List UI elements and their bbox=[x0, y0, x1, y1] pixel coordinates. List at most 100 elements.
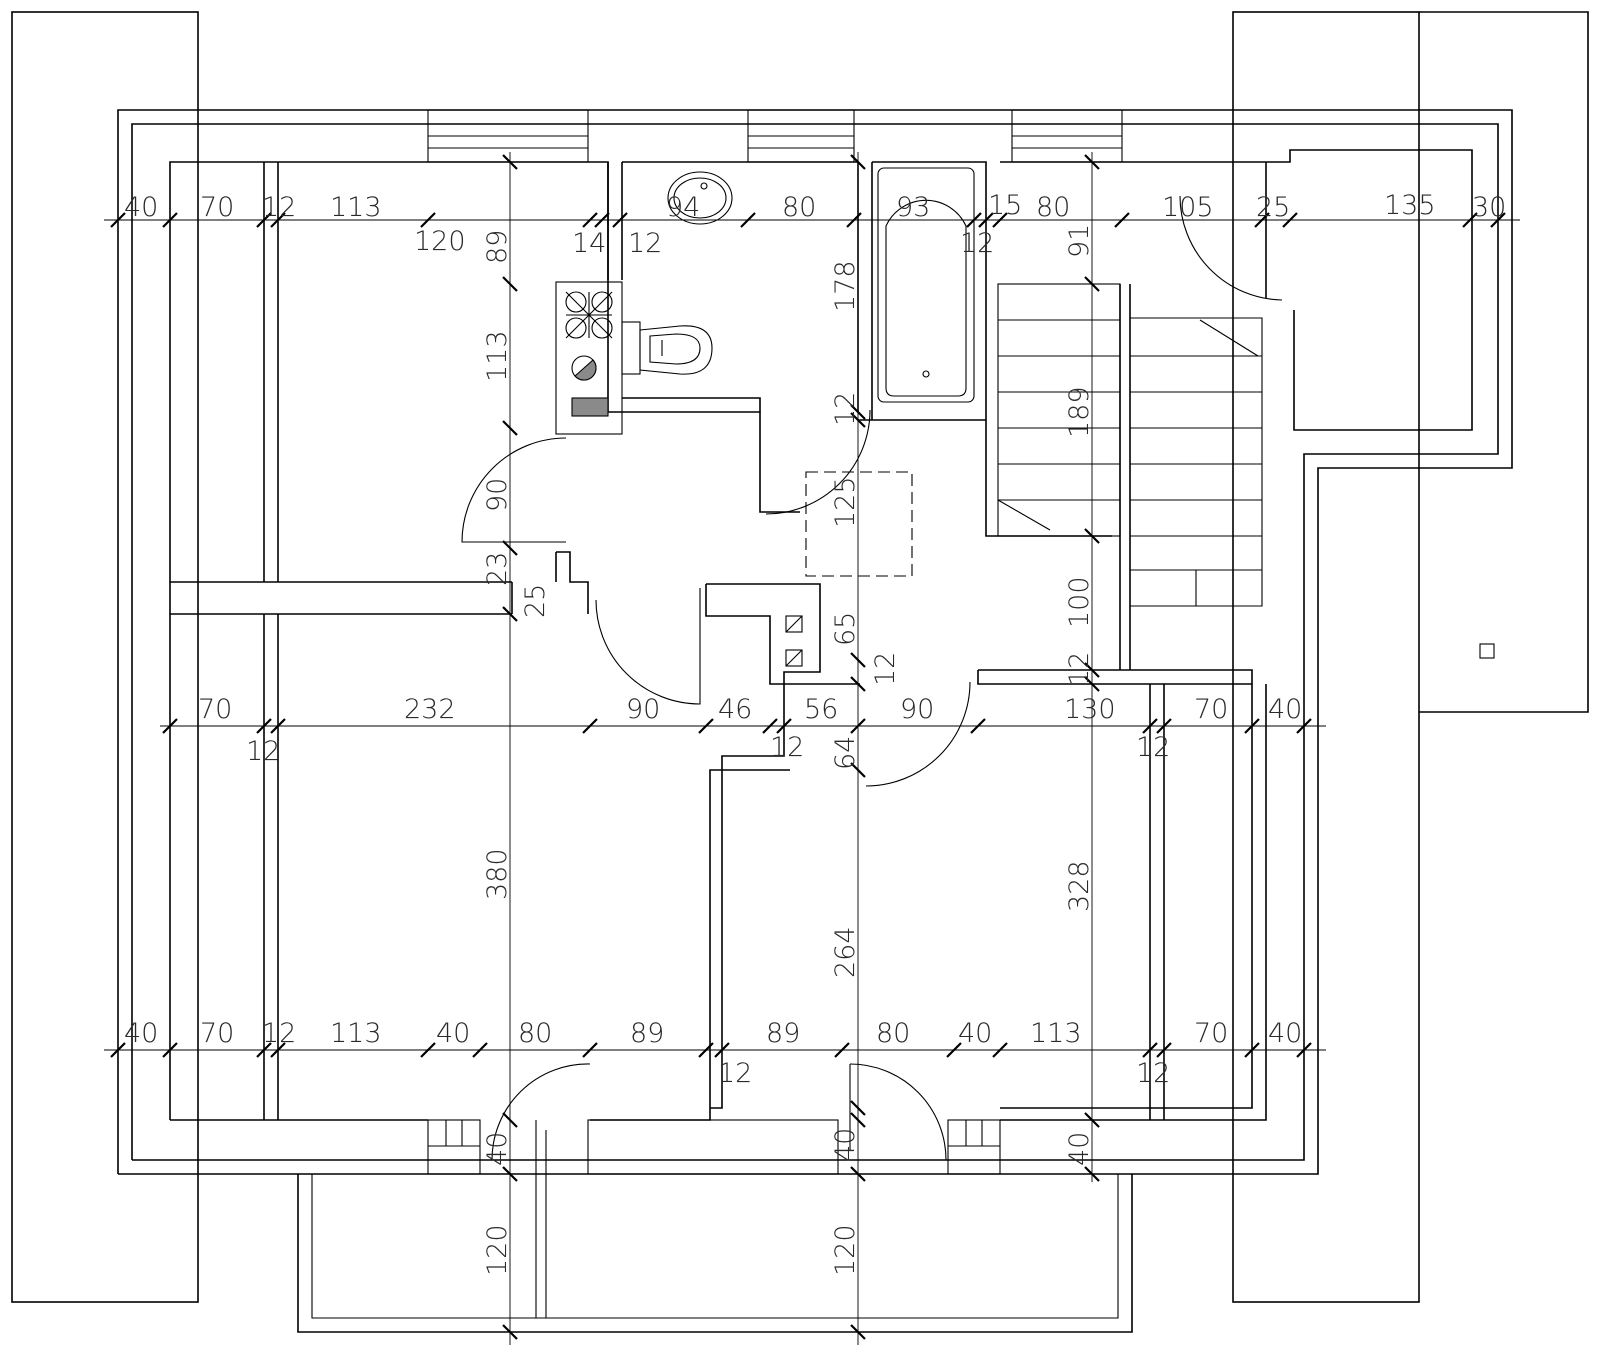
dim-label: 25 bbox=[520, 584, 551, 618]
dim-label: 12 bbox=[770, 732, 804, 763]
dim-label: 130 bbox=[1064, 694, 1116, 725]
dimension-tick bbox=[502, 606, 518, 622]
dim-label: 65 bbox=[830, 612, 861, 646]
balcony bbox=[297, 1119, 1133, 1333]
dimension-tick bbox=[850, 1324, 866, 1340]
dimension-tick bbox=[850, 412, 866, 428]
dim-label: 120 bbox=[482, 1224, 513, 1276]
dim-label: 30 bbox=[1472, 192, 1506, 223]
dimension-labels-col-3: 91 189 100 12 328 40 bbox=[1064, 224, 1095, 1166]
dim-label: 70 bbox=[200, 1018, 234, 1049]
dim-label: 178 bbox=[830, 260, 861, 312]
dimension-tick bbox=[850, 404, 866, 420]
dim-label: 12 bbox=[246, 736, 280, 767]
dimension-tick bbox=[420, 1042, 436, 1058]
dimension-tick bbox=[162, 212, 178, 228]
dimension-tick bbox=[1084, 676, 1100, 692]
dim-label: 89 bbox=[630, 1018, 664, 1049]
dimension-tick bbox=[1084, 1112, 1100, 1128]
dimension-tick bbox=[966, 212, 982, 228]
dimension-tick bbox=[502, 154, 518, 170]
dim-label: 94 bbox=[666, 192, 700, 223]
dimension-labels-col-1: 89 113 90 23 25 380 40 120 bbox=[482, 230, 551, 1276]
dimension-tick bbox=[594, 212, 610, 228]
dimension-tick bbox=[698, 718, 714, 734]
dim-label: 113 bbox=[330, 1018, 382, 1049]
dim-label: 40 bbox=[1268, 1018, 1302, 1049]
dim-label: 25 bbox=[1256, 192, 1290, 223]
dimension-tick bbox=[1084, 276, 1100, 292]
dimension-tick bbox=[612, 212, 628, 228]
dimension-tick bbox=[502, 540, 518, 556]
exterior-walls bbox=[117, 109, 1513, 1175]
dimension-tick bbox=[776, 718, 792, 734]
dimension-tick bbox=[256, 212, 272, 228]
washbasin bbox=[667, 171, 733, 225]
staircase bbox=[997, 283, 1263, 607]
dimension-tick bbox=[1156, 718, 1172, 734]
dim-label: 40 bbox=[958, 1018, 992, 1049]
dim-label: 89 bbox=[482, 230, 513, 264]
dimension-tick bbox=[762, 718, 778, 734]
dimension-tick bbox=[502, 276, 518, 292]
dim-label: 80 bbox=[1036, 192, 1070, 223]
interior-walls bbox=[170, 162, 1267, 1120]
dim-label: 12 bbox=[718, 1058, 752, 1089]
dim-label: 70 bbox=[1194, 1018, 1228, 1049]
dimension-tick bbox=[850, 652, 866, 668]
dimension-tick bbox=[582, 1042, 598, 1058]
bathroom-fixtures bbox=[621, 167, 975, 403]
toilet-tank bbox=[621, 321, 641, 375]
dimension-tick bbox=[992, 1042, 1008, 1058]
dim-label: 12 bbox=[960, 228, 994, 259]
dim-label: 12 bbox=[1136, 732, 1170, 763]
dim-label: 23 bbox=[482, 552, 513, 586]
dimension-tick bbox=[162, 1042, 178, 1058]
dimension-tick bbox=[1156, 1042, 1172, 1058]
dim-label: 40 bbox=[1268, 694, 1302, 725]
dim-label: 64 bbox=[830, 736, 861, 770]
dimension-tick bbox=[714, 1042, 730, 1058]
dimension-tick bbox=[502, 1324, 518, 1340]
dim-label: 40 bbox=[482, 1132, 513, 1166]
bathtub bbox=[877, 167, 975, 403]
dimension-tick bbox=[1142, 718, 1158, 734]
dimension-tick bbox=[582, 212, 598, 228]
dim-label: 70 bbox=[198, 694, 232, 725]
dim-label: 80 bbox=[518, 1018, 552, 1049]
dimension-lines bbox=[104, 152, 1520, 1345]
dimension-tick bbox=[978, 212, 994, 228]
outer-structures bbox=[11, 11, 1589, 1303]
dimension-tick bbox=[698, 1042, 714, 1058]
dimension-labels-col-2: 178 12 125 65 12 64 264 40 120 bbox=[830, 260, 901, 1276]
dim-label: 89 bbox=[766, 1018, 800, 1049]
dimension-tick bbox=[1282, 212, 1298, 228]
dimension-tick bbox=[1244, 1042, 1260, 1058]
dimension-tick bbox=[1142, 1042, 1158, 1058]
dim-label: 120 bbox=[414, 226, 466, 257]
dimension-tick bbox=[1296, 718, 1312, 734]
attic-hatch-outline bbox=[805, 471, 913, 577]
dim-label: 12 bbox=[830, 392, 861, 426]
dim-label: 232 bbox=[404, 694, 456, 725]
dim-label: 12 bbox=[262, 192, 296, 223]
dimension-tick bbox=[472, 1042, 488, 1058]
dimension-tick bbox=[1084, 662, 1100, 678]
dim-label: 46 bbox=[718, 694, 752, 725]
dimension-tick bbox=[1084, 154, 1100, 170]
dimension-labels-row-1: 40 70 12 113 94 80 93 15 80 105 25 135 3… bbox=[124, 190, 1506, 259]
dim-label: 12 bbox=[1136, 1058, 1170, 1089]
dimension-tick bbox=[846, 212, 862, 228]
dimension-ticks bbox=[110, 154, 1506, 1340]
dimension-tick bbox=[850, 1112, 866, 1128]
dimension-tick bbox=[110, 1042, 126, 1058]
dim-label: 113 bbox=[482, 330, 513, 382]
dimension-tick bbox=[502, 1112, 518, 1128]
dim-label: 12 bbox=[628, 228, 662, 259]
dimension-tick bbox=[502, 420, 518, 436]
dim-label: 100 bbox=[1064, 576, 1095, 628]
dimension-tick bbox=[1084, 1166, 1100, 1182]
dim-label: 189 bbox=[1064, 386, 1095, 438]
dimension-tick bbox=[1244, 718, 1260, 734]
toilet-bowl bbox=[639, 325, 713, 375]
